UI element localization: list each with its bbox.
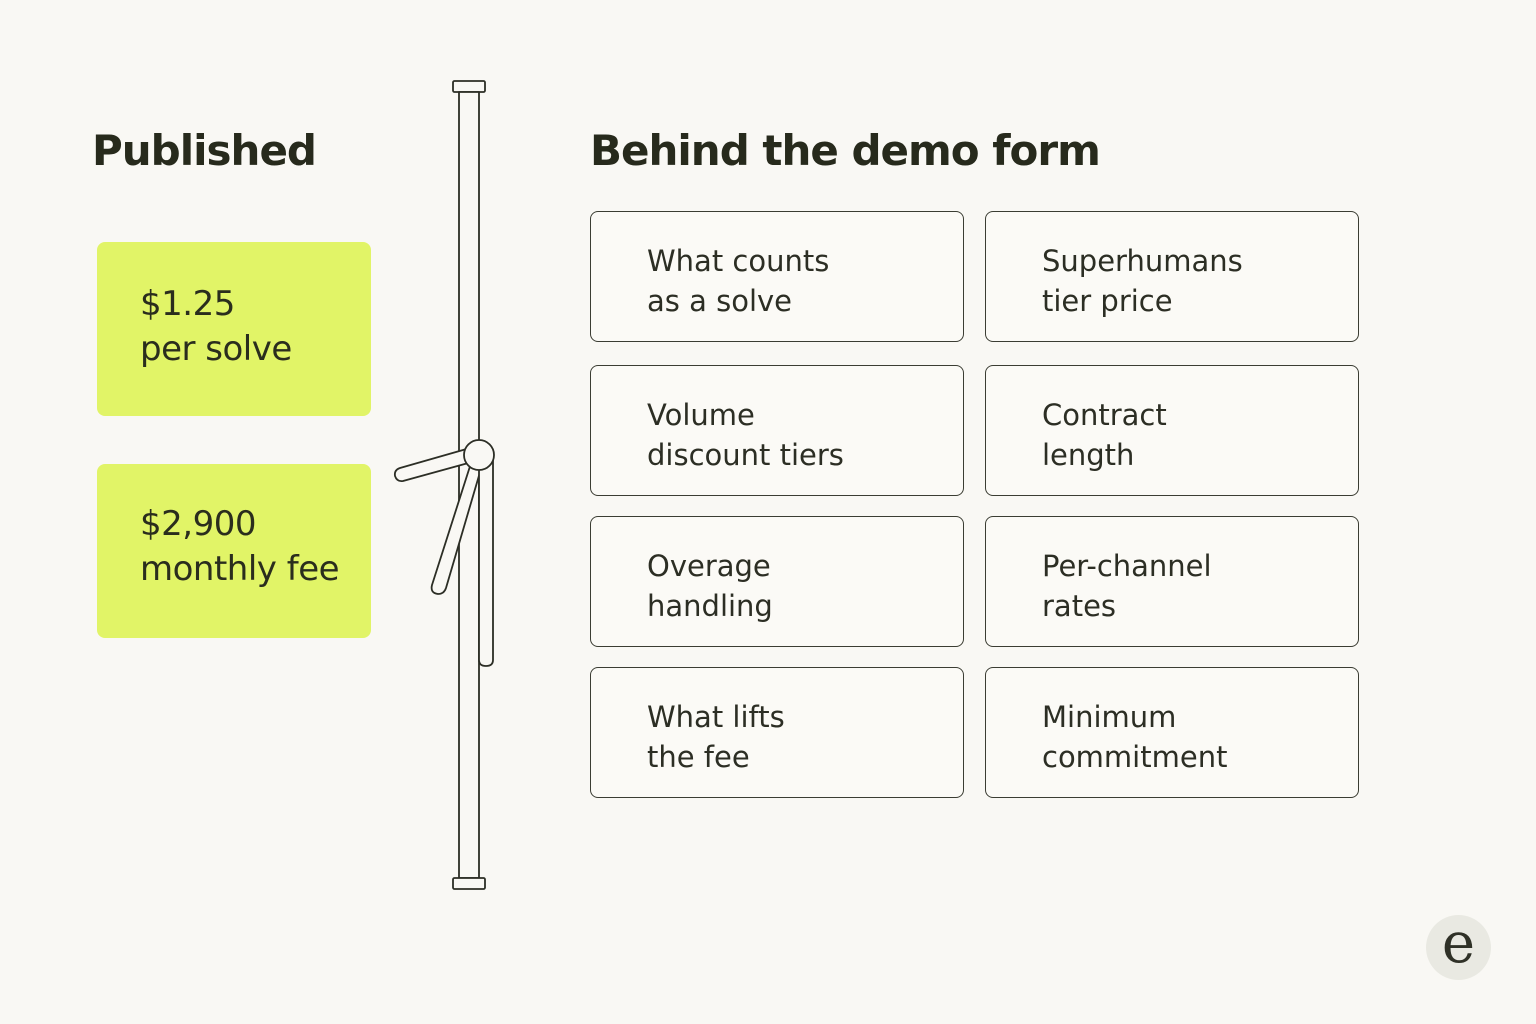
term-card-minimum-commitment: Minimum commitment (985, 667, 1359, 798)
price-card-monthly-fee: $2,900 monthly fee (97, 464, 371, 638)
behind-form-heading: Behind the demo form (590, 126, 1101, 175)
term-label-line: the fee (647, 740, 750, 774)
term-label-line: Superhumans (1042, 244, 1243, 278)
term-label-line: handling (647, 589, 773, 623)
term-label-line: tier price (1042, 284, 1173, 318)
term-label-line: What lifts (647, 700, 785, 734)
term-label-line: commitment (1042, 740, 1228, 774)
term-label-line: as a solve (647, 284, 792, 318)
term-card-what-counts-as-a-solve: What counts as a solve (590, 211, 964, 342)
term-card-superhumans-tier-price: Superhumans tier price (985, 211, 1359, 342)
price-amount: $2,900 (140, 504, 256, 544)
term-label-line: discount tiers (647, 438, 844, 472)
term-card-volume-discount-tiers: Volume discount tiers (590, 365, 964, 496)
term-card-overage-handling: Overage handling (590, 516, 964, 647)
brand-logo: e (1426, 915, 1491, 980)
price-unit: per solve (140, 329, 292, 369)
price-card-per-solve: $1.25 per solve (97, 242, 371, 416)
term-label-line: Per-channel (1042, 549, 1212, 583)
price-unit: monthly fee (140, 549, 340, 589)
turnstile-icon (380, 70, 520, 905)
term-card-contract-length: Contract length (985, 365, 1359, 496)
term-label-line: What counts (647, 244, 830, 278)
term-card-what-lifts-the-fee: What lifts the fee (590, 667, 964, 798)
hidden-terms-grid: What counts as a solve Superhumans tier … (590, 211, 1360, 798)
published-heading: Published (92, 126, 317, 175)
term-label-line: Contract (1042, 398, 1167, 432)
brand-logo-letter: e (1441, 911, 1476, 976)
price-amount: $1.25 (140, 284, 235, 324)
term-label-line: Minimum (1042, 700, 1177, 734)
term-label-line: Overage (647, 549, 771, 583)
term-label-line: Volume (647, 398, 755, 432)
term-card-per-channel-rates: Per-channel rates (985, 516, 1359, 647)
term-label-line: length (1042, 438, 1135, 472)
term-label-line: rates (1042, 589, 1117, 623)
